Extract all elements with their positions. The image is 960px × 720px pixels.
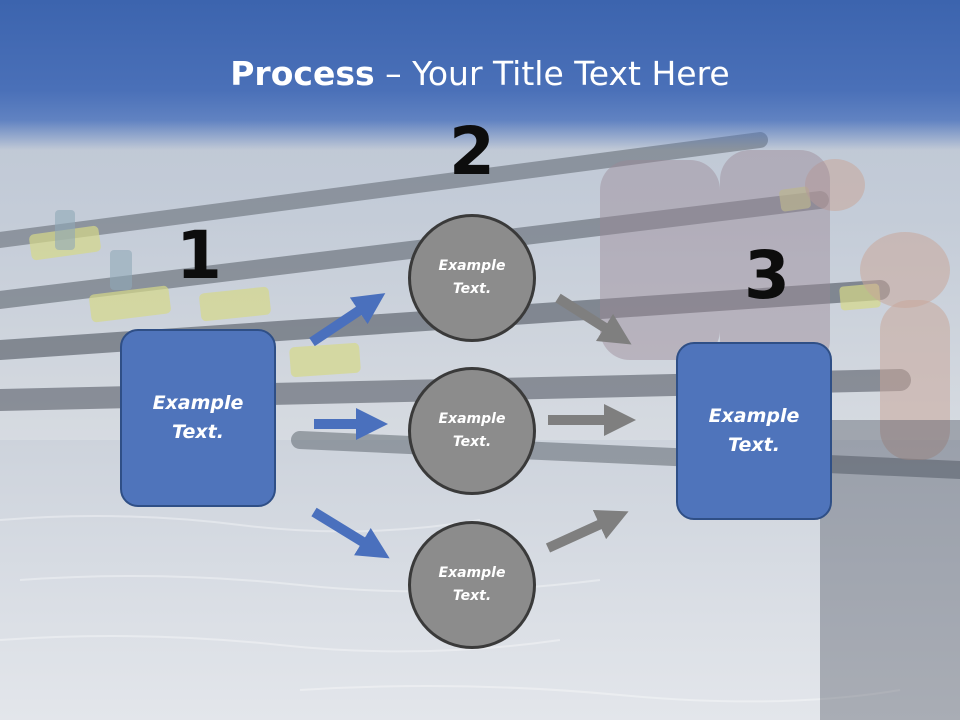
title-band	[0, 0, 960, 150]
arrow-circle3-to-box3	[545, 510, 629, 553]
step-number-3: 3	[744, 237, 790, 314]
step-1-text: Example Text.	[152, 392, 244, 443]
circle-bottom: Example Text.	[408, 521, 536, 649]
arrow-box1-to-circle3	[311, 507, 390, 559]
circle-middle-text: Example Text.	[438, 411, 506, 450]
step-3-text: Example Text.	[708, 405, 800, 456]
circle-bottom-text: Example Text.	[438, 565, 506, 604]
circle-top: Example Text.	[408, 214, 536, 342]
arrow-circle1-to-box3	[555, 293, 632, 345]
step-3-box: Example Text.	[676, 342, 832, 520]
circle-top-text: Example Text.	[438, 258, 506, 297]
title-rest-part: – Your Title Text Here	[374, 54, 730, 93]
slide-title: Process – Your Title Text Here	[0, 52, 960, 96]
step-number-1: 1	[176, 217, 222, 294]
step-number-2: 2	[449, 113, 495, 190]
circle-middle: Example Text.	[408, 367, 536, 495]
step-1-box: Example Text.	[120, 329, 276, 507]
arrow-box1-to-circle1	[309, 293, 386, 347]
title-bold-part: Process	[230, 54, 375, 93]
